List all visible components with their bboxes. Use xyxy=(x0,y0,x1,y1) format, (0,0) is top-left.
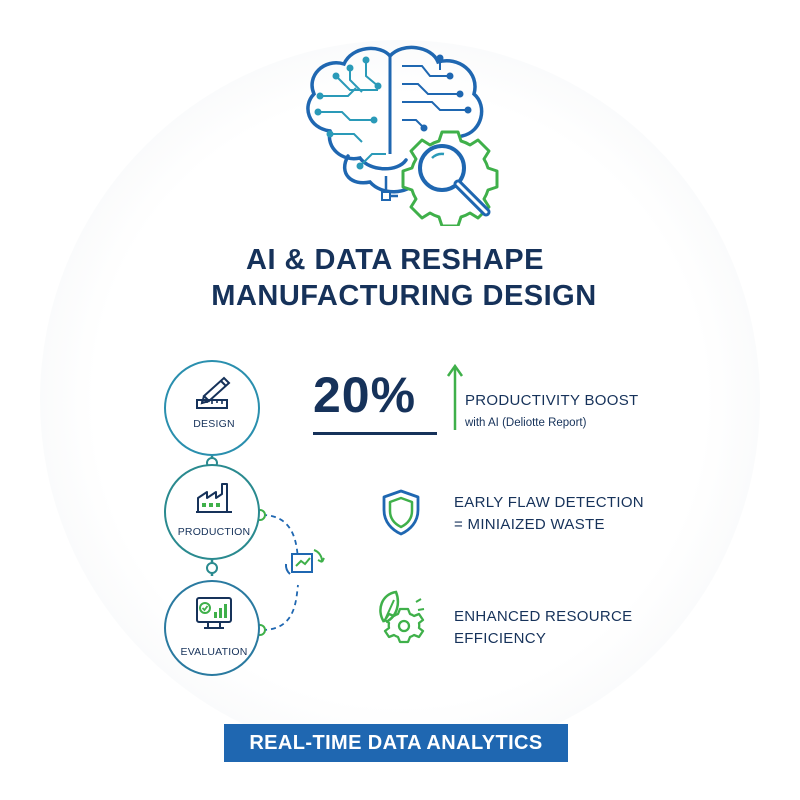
title-line-2: MANUFACTURING DESIGN xyxy=(211,280,597,312)
stage-label-evaluation: EVALUATION xyxy=(180,646,248,658)
brain-circuit-magnifier-gear-icon xyxy=(306,45,499,226)
title-line-1: AI & DATA RESHAPE xyxy=(246,244,544,276)
feature-1-line-2: = MINIAIZED WASTE xyxy=(454,516,605,533)
chart-check-icon xyxy=(196,597,232,629)
stat-value: 20% xyxy=(313,367,417,423)
stage-label-design: DESIGN xyxy=(193,418,235,430)
feature-flaw-detection: EARLY FLAW DETECTION = MINIAIZED WASTE xyxy=(454,492,644,536)
leaf-gear-icon xyxy=(379,590,425,644)
stage-design: DESIGN xyxy=(164,360,260,456)
stage-production: PRODUCTION xyxy=(164,464,260,560)
up-arrow-icon xyxy=(446,363,464,430)
stage-label-production: PRODUCTION xyxy=(177,526,251,538)
page-title: AI & DATA RESHAPE MANUFACTURING DESIGN xyxy=(0,242,800,314)
stat-subtext: with AI (Deliotte Report) xyxy=(465,417,587,429)
ruler-pencil-icon xyxy=(196,376,231,409)
feature-1-line-1: EARLY FLAW DETECTION xyxy=(454,494,644,511)
stat-headline: PRODUCTIVITY BOOST xyxy=(465,392,639,409)
feature-resource-efficiency: ENHANCED RESOURCE EFFICIENCY xyxy=(454,606,632,650)
shield-icon xyxy=(382,489,420,536)
real-time-analytics-banner: REAL-TIME DATA ANALYTICS xyxy=(224,724,568,762)
stat-underline xyxy=(313,432,437,435)
stage-evaluation: EVALUATION xyxy=(164,580,260,676)
stage-connectors xyxy=(206,456,299,636)
feedback-loop-chart-icon xyxy=(284,549,325,575)
feature-2-line-2: EFFICIENCY xyxy=(454,630,547,647)
feature-2-line-1: ENHANCED RESOURCE xyxy=(454,608,633,625)
factory-icon xyxy=(196,483,232,513)
